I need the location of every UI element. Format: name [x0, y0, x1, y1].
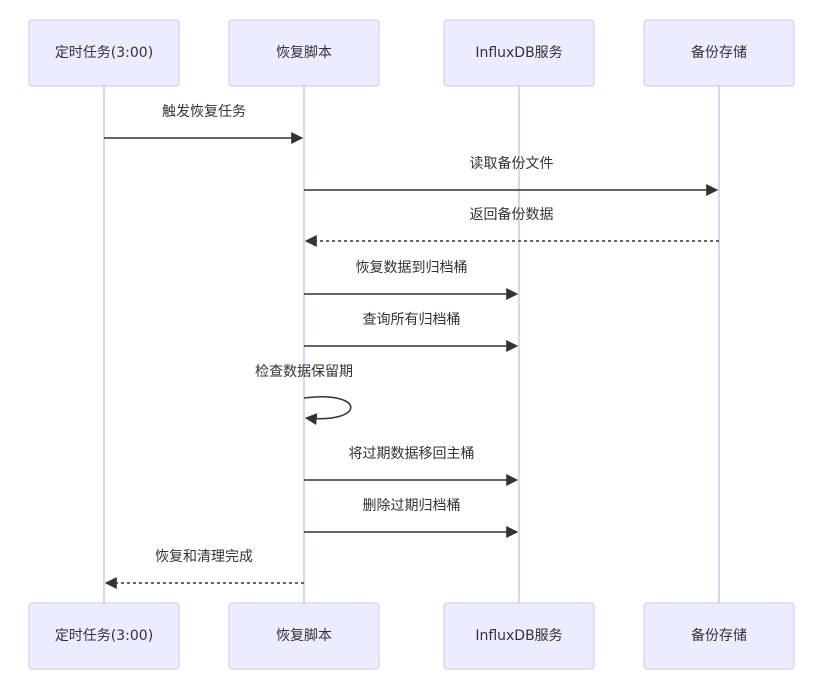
- message-label: 恢复和清理完成: [155, 548, 253, 565]
- participant-box: [643, 602, 795, 670]
- message-1: 读取备份文件: [304, 155, 719, 196]
- message-6: 将过期数据移回主桶: [304, 446, 519, 486]
- message-label: 检查数据保留期: [255, 364, 353, 380]
- participant-label: 恢复脚本: [276, 44, 332, 61]
- participant-script-top: 恢复脚本: [228, 19, 380, 87]
- message-5: 检查数据保留期: [255, 364, 353, 426]
- participant-box: [28, 19, 180, 87]
- message-7: 删除过期归档桶: [304, 497, 519, 538]
- message-0: 触发恢复任务: [104, 103, 304, 144]
- participant-box: [228, 19, 380, 87]
- participant-label: 恢复脚本: [276, 627, 332, 644]
- message-label: 读取备份文件: [470, 155, 554, 172]
- participant-label: InfluxDB服务: [475, 45, 562, 61]
- message-label: 触发恢复任务: [162, 103, 246, 120]
- participant-backup-top: 备份存储: [643, 19, 795, 87]
- participant-influx-bottom: InfluxDB服务: [443, 602, 595, 670]
- participant-cron-top: 定时任务(3:00): [28, 19, 180, 87]
- participant-cron-bottom: 定时任务(3:00): [28, 602, 180, 670]
- participant-label: 定时任务(3:00): [55, 628, 153, 644]
- participant-label: 备份存储: [691, 44, 747, 61]
- participant-box: [28, 602, 180, 670]
- participant-influx-top: InfluxDB服务: [443, 19, 595, 87]
- participant-box: [443, 19, 595, 87]
- message-8: 恢复和清理完成: [104, 548, 304, 589]
- participant-box: [643, 19, 795, 87]
- participant-label: InfluxDB服务: [475, 628, 562, 644]
- message-label: 查询所有归档桶: [363, 311, 461, 328]
- participant-backup-bottom: 备份存储: [643, 602, 795, 670]
- participant-box: [443, 602, 595, 670]
- message-label: 将过期数据移回主桶: [349, 446, 475, 462]
- message-2: 返回备份数据: [304, 206, 719, 247]
- message-4: 查询所有归档桶: [304, 311, 519, 352]
- participant-label: 备份存储: [691, 627, 747, 644]
- message-label: 恢复数据到归档桶: [356, 259, 468, 276]
- self-message-arrow: [303, 396, 352, 426]
- message-3: 恢复数据到归档桶: [304, 259, 519, 300]
- message-label: 删除过期归档桶: [363, 497, 461, 514]
- participant-script-bottom: 恢复脚本: [228, 602, 380, 670]
- message-label: 返回备份数据: [470, 206, 554, 223]
- participant-label: 定时任务(3:00): [55, 45, 153, 61]
- participant-box: [228, 602, 380, 670]
